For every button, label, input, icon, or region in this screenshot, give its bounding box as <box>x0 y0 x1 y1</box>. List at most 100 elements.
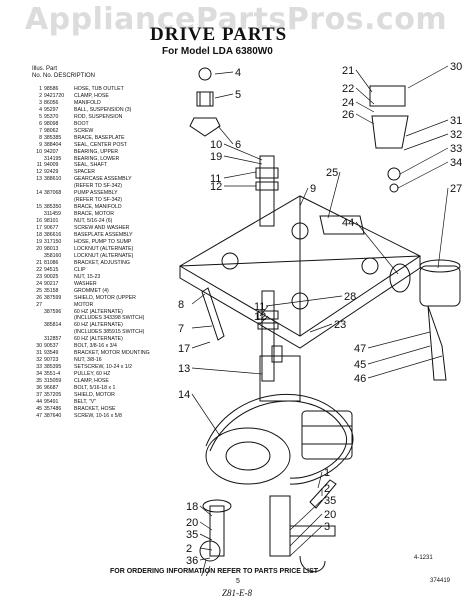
parts-list-part-no: 92429 <box>44 169 59 176</box>
parts-list-illus-no: 32 <box>36 357 42 364</box>
parts-list-illus-no <box>30 336 44 343</box>
callout-number: 18 <box>186 501 198 513</box>
parts-list-description: BEARING, UPPER <box>74 148 119 155</box>
callout-number: 11 <box>254 301 265 313</box>
parts-list-description: MOTOR <box>74 301 94 308</box>
callout-leader-line <box>223 143 263 161</box>
callout-number: 14 <box>178 389 190 401</box>
parts-list-row: (INCLUDES 343398 SWITCH) <box>30 315 190 322</box>
parts-list-illus-no: 2 <box>39 92 42 99</box>
parts-list-description: HOSE, PUMP TO SUMP <box>74 238 132 245</box>
parts-list-description: BELT, "V" <box>74 398 97 405</box>
parts-list-part-no <box>44 329 74 336</box>
parts-list-description: LOCKNUT (ALTERNATE) <box>74 252 134 259</box>
parts-list-description: BRACE, MANIFOLD <box>74 204 122 211</box>
parts-list-part-no: 357486 <box>44 405 62 412</box>
parts-list-illus-no: 19 <box>36 238 42 245</box>
parts-list-part-no: 95297 <box>44 106 59 113</box>
parts-list-illus-no: 20 <box>36 245 42 252</box>
callout-leader-line <box>191 341 211 349</box>
parts-list-illus-no: 26 <box>36 294 42 301</box>
callout-leader-line <box>191 367 263 375</box>
callout-number: 46 <box>354 373 366 385</box>
callout-leader-line <box>223 171 257 179</box>
callout-number: 32 <box>450 129 462 141</box>
callout-leader-line <box>191 325 213 329</box>
parts-list-part-no: 90677 <box>44 225 59 232</box>
parts-list-part-no: 96687 <box>44 384 59 391</box>
callout-leader-line <box>397 161 449 189</box>
parts-list-description: SCREW <box>74 127 94 134</box>
parts-list-illus-no: 24 <box>36 280 42 287</box>
callout-number: 3 <box>324 521 330 533</box>
parts-list-description: SEAL, SHAFT <box>74 162 108 169</box>
parts-list-description: (REFER TO SF-342) <box>74 183 122 190</box>
parts-list-header-line1: Illus. Part <box>32 66 58 72</box>
callout-leader-line <box>217 125 234 145</box>
parts-list-illus-no: 31 <box>36 350 42 357</box>
callout-number: 4 <box>235 67 241 79</box>
parts-list-description: BEARING, LOWER <box>74 155 120 162</box>
callout-leader-line <box>355 69 373 93</box>
callout-number: 28 <box>344 291 356 303</box>
callout-number: 1 <box>324 467 330 479</box>
callout-leader-line <box>399 147 449 175</box>
parts-list-illus-no <box>30 253 44 260</box>
parts-list-illus-no: 5 <box>39 113 42 120</box>
callout-number: 6 <box>235 139 241 151</box>
callout-leader-line <box>317 471 323 489</box>
parts-list-description: (REFER TO SF-342) <box>74 197 122 204</box>
parts-list-description: SEAL, CENTER POST <box>74 141 128 148</box>
callout-number: 25 <box>326 167 338 179</box>
callout-leader-line <box>289 499 323 531</box>
parts-list-part-no <box>44 315 74 322</box>
parts-list-description: BOLT, 5/16-18 x 1 <box>74 384 116 391</box>
parts-list-illus-no: 6 <box>39 120 42 127</box>
callout-leader-line <box>355 101 375 113</box>
parts-list-part-no: 387599 <box>44 294 62 301</box>
parts-list-illus-no <box>30 322 44 329</box>
parts-list-description: 60 HZ (ALTERNATE) <box>74 308 123 315</box>
suspension-ball-drawing <box>198 67 212 81</box>
callout-number: 35 <box>324 495 336 507</box>
parts-list-description: SCREW, 10-16 x 5/8 <box>74 412 122 419</box>
page-title: DRIVE PARTS <box>150 24 288 45</box>
callout-number: 31 <box>450 115 462 127</box>
parts-list-illus-no: 22 <box>36 266 42 273</box>
parts-list-description: ROD, SUSPENSION <box>74 113 123 120</box>
callout-leader-line <box>191 293 206 305</box>
parts-list-illus-no: 4 <box>39 106 42 113</box>
callout-number: 13 <box>178 363 190 375</box>
parts-list-description: LOCKNUT (ALTERNATE) <box>74 245 134 252</box>
parts-list-part-no: 86056 <box>44 99 59 106</box>
parts-list-part-no: 94207 <box>44 148 59 155</box>
parts-list-description: NUT, 5/16-24 (6) <box>74 218 113 225</box>
parts-list-description: BRACE, BASEPLATE <box>74 134 125 141</box>
callout-number: 21 <box>342 65 354 77</box>
parts-list-header: Illus. Part No. No. DESCRIPTION <box>32 66 95 80</box>
callout-leader-line <box>289 525 323 557</box>
parts-list-description: MANIFOLD <box>74 99 101 106</box>
parts-list-part-no: 388610 <box>44 176 62 183</box>
parts-list-part-no: 358160 <box>44 252 62 259</box>
page-code: Z81-E-8 <box>222 588 252 598</box>
callout-leader-line <box>201 559 207 576</box>
parts-list-illus-no <box>30 156 44 163</box>
parts-list-description: BRACKET, MOTOR MOUNTING <box>74 350 150 357</box>
parts-list-part-no: 90217 <box>44 280 59 287</box>
parts-list-description: WASHER <box>74 280 97 287</box>
parts-list-row: 358160 LOCKNUT (ALTERNATE) <box>30 253 190 260</box>
callout-number: 17 <box>178 343 190 355</box>
exploded-parts-diagram: 4561019111298717131418203523633721222426… <box>178 61 462 576</box>
